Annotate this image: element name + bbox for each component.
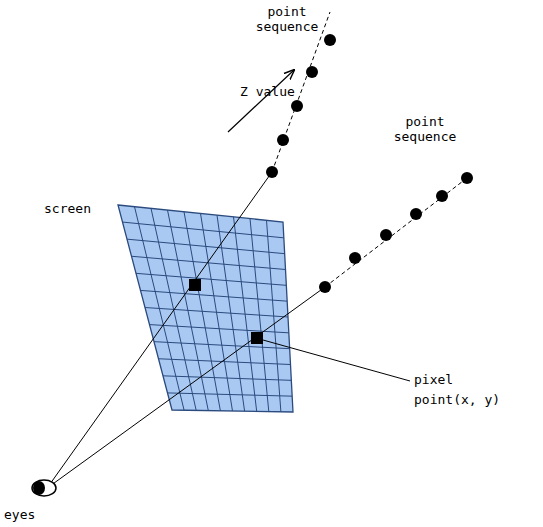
sight-line — [50, 172, 272, 484]
pixel-square — [251, 332, 263, 344]
screen-grid — [118, 205, 293, 412]
pixel-label: pixel — [414, 372, 453, 387]
screen-label: screen — [44, 201, 91, 216]
eye-label: eyes — [4, 507, 35, 522]
z-arrow — [228, 70, 294, 132]
sequence-label: point sequence — [250, 4, 324, 34]
axis-label: Z value — [240, 84, 295, 99]
eye-symbol — [32, 480, 56, 496]
sequence-label: point sequence — [388, 114, 462, 144]
sequence-line — [325, 178, 467, 287]
sight-line — [50, 287, 325, 486]
leader-line — [263, 340, 410, 381]
point-label: point(x, y) — [414, 392, 500, 407]
point-dots — [266, 34, 473, 293]
